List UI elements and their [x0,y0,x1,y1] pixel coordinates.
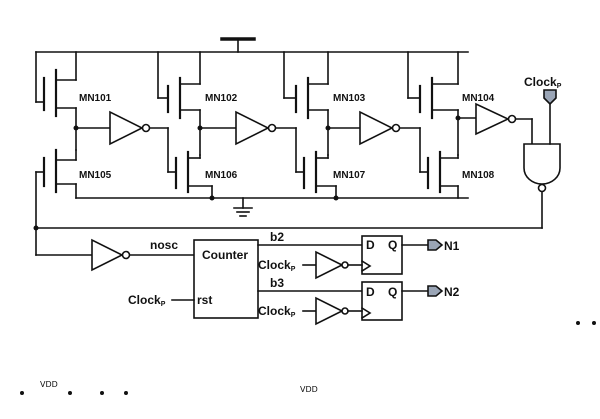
ff1-q-label: Q [388,238,397,252]
b3-label: b3 [270,276,284,290]
vdd-label-right: VDD [300,385,318,394]
label-mn106: MN106 [205,170,238,181]
ff2-q-label: Q [388,285,397,299]
clock-label-rst: ClockP [128,293,166,308]
stage-4: MN104 MN108 [407,51,533,199]
nosc-inverter [91,238,124,272]
nand-gate [523,143,561,193]
counter-block [193,239,259,319]
label-mn101: MN101 [79,93,112,104]
flip-flop-1 [361,235,403,275]
n2-label: N2 [444,285,460,299]
vdd-supply-bar [220,37,256,53]
label-mn107: MN107 [333,170,366,181]
clock-label-top: ClockP [524,75,562,90]
label-mn103: MN103 [333,93,366,104]
clock-label-ff1: ClockP [258,258,296,273]
n1-output-pin [427,239,444,251]
ff2-d-label: D [366,285,375,299]
stage-2: MN102 MN106 [157,51,297,201]
inverter-2 [235,110,270,146]
inverter-3 [359,110,394,146]
nosc-label: nosc [150,238,178,252]
inverter-1 [109,110,144,146]
label-mn102: MN102 [205,93,238,104]
inverter-4 [475,102,510,136]
ff2-clock-inverter [315,296,344,326]
ff1-d-label: D [366,238,375,252]
stage-1: MN101 MN105 [35,51,169,199]
counter-label: Counter [202,248,248,262]
n1-label: N1 [444,239,460,253]
b2-label: b2 [270,230,284,244]
stage-3: MN103 MN107 [283,51,421,201]
rst-label: rst [197,293,212,307]
clock-label-ff2: ClockP [258,304,296,319]
vdd-label-left: VDD [40,380,58,389]
label-mn105: MN105 [79,170,112,181]
n2-output-pin [427,285,444,297]
ff1-clock-inverter [315,250,344,280]
clock-input-pin [543,89,557,106]
ground-symbol [233,197,253,217]
label-mn108: MN108 [462,170,495,181]
label-mn104: MN104 [462,93,495,104]
